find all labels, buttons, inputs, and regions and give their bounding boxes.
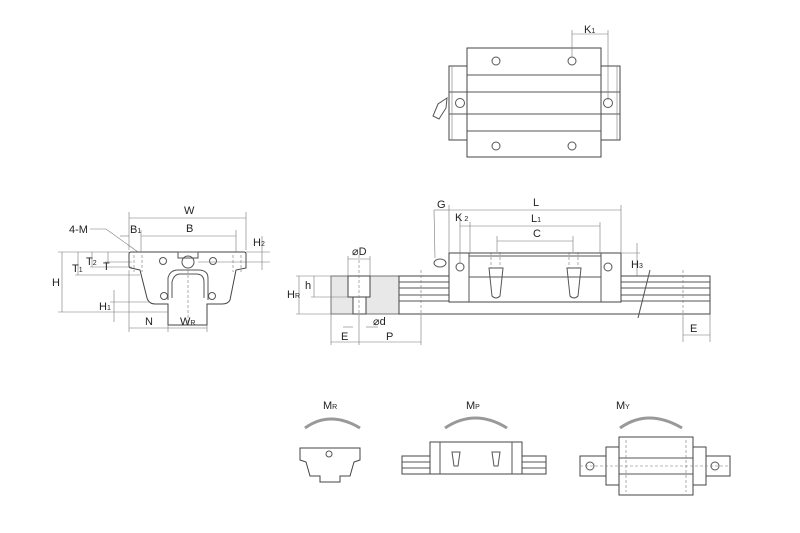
top-view: K1 [432,24,621,158]
rotation-arrow-icon [619,416,683,430]
b-label: B [186,223,193,235]
t-label: T [103,261,110,273]
mr-label: MR [323,400,337,412]
my-label: MY [616,400,630,412]
grease-nipple-icon [433,258,447,268]
h1-label: H1 [99,301,111,313]
moment-roll: MR [299,400,361,483]
e-left-label: E [341,331,348,343]
l-label: L [533,197,539,209]
h3-label: H3 [631,259,643,271]
bore-diameter-label: ⌀D [352,246,367,258]
grease-nipple-icon [432,96,448,120]
w-label: W [184,205,195,217]
hole-diameter-label: ⌀d [373,316,386,328]
k1-label: K1 [584,24,595,36]
moment-pitch: MP [401,400,547,475]
e-right-label: E [690,323,697,335]
n-label: N [145,316,153,328]
t1-label: T1 [72,263,83,275]
c-label: C [533,228,541,240]
mp-label: MP [466,400,480,412]
b1-label: B1 [130,224,141,236]
wr-label: WR [180,316,195,328]
h-small-label: h [305,280,311,292]
moment-yaw: MY [579,400,731,496]
front-view: W B B1 4-M H T1 T2 T H1 H2 [52,205,270,332]
p-label: P [386,331,393,343]
h2-label: H2 [253,237,265,249]
hr-label: HR [287,289,300,301]
h-label: H [52,277,60,289]
mounting-thread-label: 4-M [69,224,88,236]
rotation-arrow-icon [304,417,361,430]
rotation-arrow-icon [444,416,508,430]
l1-label: L1 [531,213,541,225]
g-label: G [437,199,446,211]
t2-label: T2 [86,256,97,268]
